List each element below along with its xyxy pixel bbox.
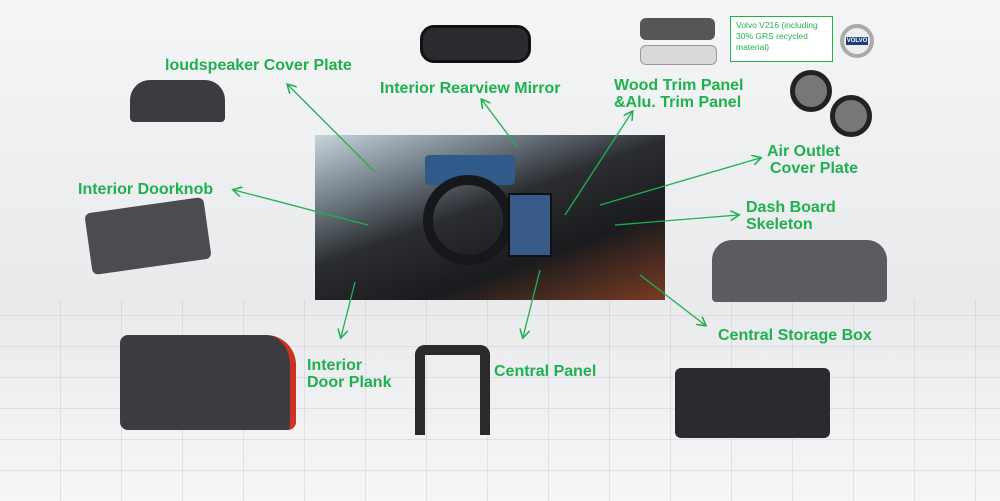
label-wood-trim-line2: &Alu. Trim Panel [614, 94, 742, 111]
label-storage-box: Central Storage Box [718, 327, 872, 344]
volvo-logo: VOLVO [840, 24, 874, 58]
label-central-panel: Central Panel [494, 363, 597, 380]
air-outlet-image-1 [790, 70, 832, 112]
air-outlet-image-2 [830, 95, 872, 137]
central-panel-image [415, 345, 490, 435]
label-wood-trim: Wood Trim Panel&Alu. Trim Panel [614, 77, 744, 111]
arrow-central-panel [523, 269, 541, 337]
door-plank-image [120, 335, 296, 430]
center-screen [508, 193, 552, 257]
label-dashboard-line2: Skeleton [746, 216, 813, 233]
label-wood-trim-line1: Wood Trim Panel [614, 77, 744, 94]
arrow-air-outlet [599, 158, 760, 206]
label-dashboard-line1: Dash Board [746, 199, 836, 216]
label-door-plank-line1: Interior [307, 357, 363, 374]
storage-box-image [675, 368, 830, 438]
label-loudspeaker-cover: loudspeaker Cover Plate [165, 57, 352, 74]
arrow-wood-trim [564, 112, 632, 216]
label-air-outlet-line2: Cover Plate [770, 160, 859, 177]
arrow-mirror [482, 100, 519, 149]
label-door-plank-line2: Door Plank [307, 374, 392, 391]
mirror-image [420, 25, 531, 63]
label-air-outlet-line1: Air Outlet [767, 143, 840, 160]
arrow-storage [639, 274, 705, 325]
dashboard-skeleton-image [712, 240, 887, 302]
volvo-note: Volvo V216 (including 30% GRS recycled m… [730, 16, 833, 62]
label-doorknob: Interior Doorknob [78, 181, 214, 198]
arrow-doorknob [234, 190, 369, 226]
arrow-door-plank [341, 281, 356, 337]
loudspeaker-cover-image [130, 80, 225, 122]
volvo-logo-text: VOLVO [845, 37, 869, 45]
arrow-dashboard [614, 215, 738, 226]
car-interior-photo [315, 135, 665, 300]
arrow-loudspeaker [288, 85, 376, 173]
alu-trim-image [640, 45, 717, 65]
wood-trim-image [640, 18, 715, 40]
label-rearview-mirror: Interior Rearview Mirror [380, 80, 561, 97]
